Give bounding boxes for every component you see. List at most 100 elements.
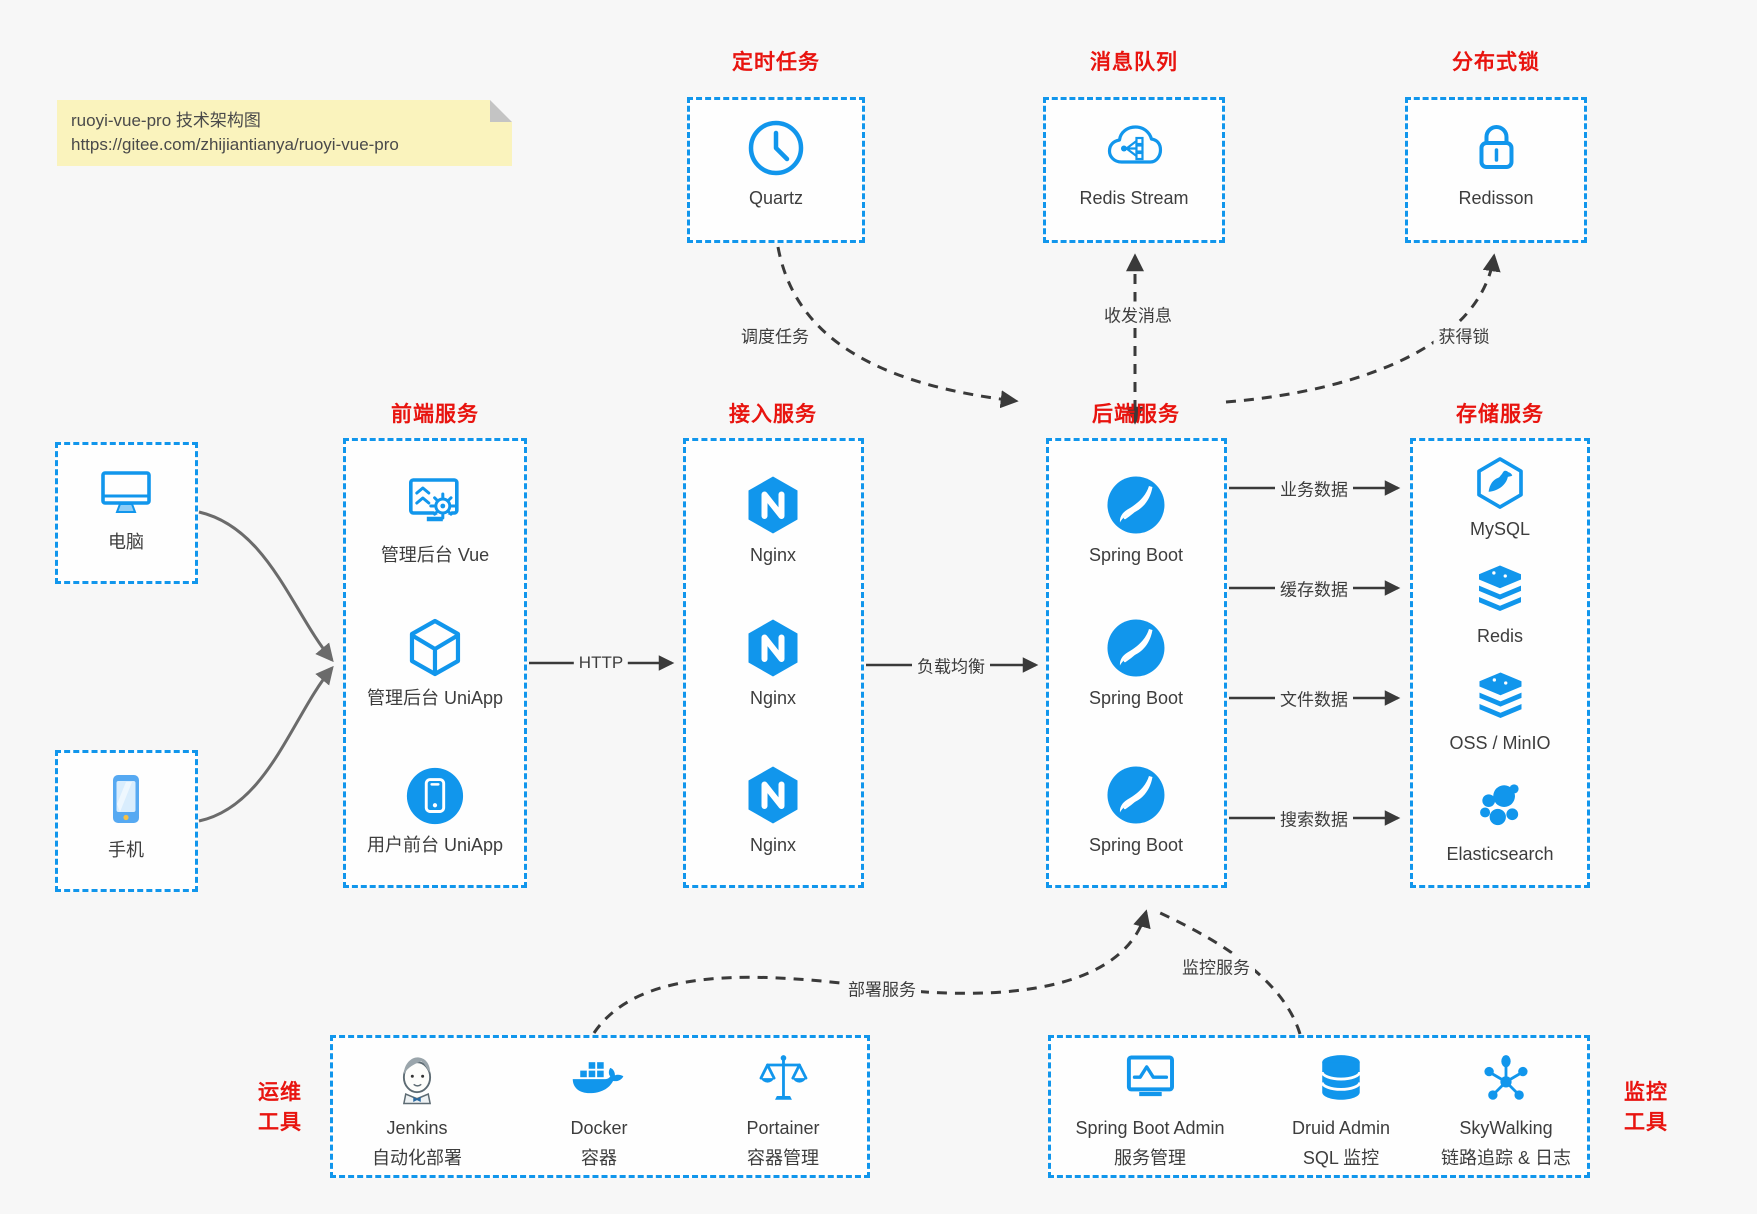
group-title-frontend: 前端服务 <box>391 403 479 426</box>
node-nginx-2: Nginx <box>741 616 805 710</box>
node-label: OSS / MinIO <box>1449 733 1551 753</box>
node-nginx-1: Nginx <box>741 473 805 567</box>
node-label: Elasticsearch <box>1446 844 1554 864</box>
node-label: Spring Boot <box>1088 688 1184 708</box>
node-sublabel: 服务管理 <box>1114 1148 1186 1168</box>
node-label: Nginx <box>749 835 797 855</box>
lock-icon <box>1464 116 1528 180</box>
mysql-icon <box>1472 455 1528 511</box>
storage-stack-icon <box>1472 669 1528 725</box>
redis-stack-icon <box>1472 562 1528 618</box>
group-title-backend: 后端服务 <box>1092 403 1180 426</box>
spring-icon <box>1104 616 1168 680</box>
desktop-icon <box>94 460 158 524</box>
druid-icon <box>1311 1050 1371 1110</box>
node-label: Nginx <box>749 545 797 565</box>
skywalking-icon <box>1476 1050 1536 1110</box>
node-label: Redis Stream <box>1079 188 1189 208</box>
node-druid-admin: Druid Admin SQL 监控 <box>1292 1050 1390 1171</box>
group-title-monitoring: 监控 工具 <box>1604 1078 1688 1138</box>
node-label: 手机 <box>108 840 144 860</box>
node-springboot-2: Spring Boot <box>1089 616 1183 710</box>
group-title-lock: 分布式锁 <box>1452 51 1540 74</box>
node-label: Portainer <box>746 1118 820 1138</box>
sticky-note: ruoyi-vue-pro 技术架构图 https://gitee.com/zh… <box>57 100 512 166</box>
docker-icon <box>569 1050 629 1110</box>
cloud-stream-icon <box>1102 116 1166 180</box>
node-sublabel: SQL 监控 <box>1302 1148 1380 1168</box>
group-title-storage: 存储服务 <box>1456 403 1544 426</box>
edge-label-business-data: 业务数据 <box>1275 475 1353 501</box>
node-mobile: 手机 <box>94 768 158 862</box>
group-title-mq: 消息队列 <box>1090 51 1178 74</box>
node-label: 管理后台 UniApp <box>366 688 504 708</box>
edge-label-load-balance: 负载均衡 <box>912 652 990 678</box>
node-label: Spring Boot Admin <box>1075 1118 1225 1138</box>
node-sublabel: 容器管理 <box>746 1148 819 1168</box>
group-title-scheduler: 定时任务 <box>732 51 820 74</box>
node-label: Quartz <box>748 188 804 208</box>
edge-deploy <box>592 909 1151 1034</box>
group-box-lock <box>1405 97 1587 243</box>
node-elasticsearch: Elasticsearch <box>1446 778 1554 866</box>
node-admin-uniapp: 管理后台 UniApp <box>367 616 503 710</box>
note-url: https://gitee.com/zhijiantianya/ruoyi-vu… <box>71 135 399 154</box>
admin-vue-icon <box>403 473 467 537</box>
node-redisson: Redisson <box>1458 116 1534 210</box>
node-docker: Docker 容器 <box>569 1050 629 1171</box>
node-springboot-1: Spring Boot <box>1089 473 1183 567</box>
clock-icon <box>744 116 808 180</box>
springboot-admin-icon <box>1120 1050 1180 1110</box>
edge-label-message: 收发消息 <box>1099 301 1177 327</box>
node-label: MySQL <box>1469 519 1531 539</box>
uniapp-cube-icon <box>403 616 467 680</box>
node-portainer: Portainer 容器管理 <box>746 1050 820 1171</box>
group-title-gateway: 接入服务 <box>729 403 817 426</box>
node-label: Nginx <box>749 688 797 708</box>
group-title-ops: 运维 工具 <box>238 1078 322 1138</box>
node-user-uniapp: 用户前台 UniApp <box>367 765 503 857</box>
node-mysql: MySQL <box>1470 455 1530 541</box>
nginx-icon <box>741 616 805 680</box>
edge-label-deploy: 部署服务 <box>843 975 921 1001</box>
edge-pc-to-frontend <box>198 510 334 663</box>
node-quartz: Quartz <box>744 116 808 210</box>
node-redis: Redis <box>1472 562 1528 648</box>
node-oss-minio: OSS / MinIO <box>1449 669 1551 755</box>
node-label: Spring Boot <box>1088 545 1184 565</box>
spring-icon <box>1104 763 1168 827</box>
user-uniapp-icon <box>404 765 466 827</box>
spring-icon <box>1104 473 1168 537</box>
edge-label-acquire-lock: 获得锁 <box>1433 322 1495 348</box>
node-admin-vue: 管理后台 Vue <box>381 473 489 567</box>
node-sublabel: 自动化部署 <box>372 1148 462 1168</box>
edge-label-monitor: 监控服务 <box>1177 953 1255 979</box>
note-title: ruoyi-vue-pro 技术架构图 <box>71 111 261 130</box>
edge-label-file-data: 文件数据 <box>1275 685 1353 711</box>
node-label: Druid Admin <box>1291 1118 1391 1138</box>
note-fold-corner <box>490 100 512 122</box>
node-sublabel: 容器 <box>581 1148 617 1168</box>
nginx-icon <box>741 473 805 537</box>
monitoring-title-line2: 工具 <box>1624 1111 1668 1134</box>
node-sublabel: 链路追踪 & 日志 <box>1440 1148 1572 1168</box>
node-label: Jenkins <box>386 1118 448 1138</box>
smartphone-icon <box>94 768 158 832</box>
ops-title-line2: 工具 <box>258 1111 302 1134</box>
node-label: Redis <box>1476 626 1524 646</box>
node-redis-stream: Redis Stream <box>1079 116 1189 210</box>
jenkins-icon <box>387 1050 447 1110</box>
node-label: Spring Boot <box>1088 835 1184 855</box>
node-label: SkyWalking <box>1459 1118 1553 1138</box>
node-springboot-admin: Spring Boot Admin 服务管理 <box>1075 1050 1225 1171</box>
node-jenkins: Jenkins 自动化部署 <box>372 1050 462 1171</box>
edge-label-http: HTTP <box>573 653 629 673</box>
edge-mobile-to-frontend <box>198 665 334 823</box>
node-pc: 电脑 <box>94 460 158 554</box>
group-box-mq <box>1043 97 1225 243</box>
node-label: Docker <box>570 1118 628 1138</box>
nginx-icon <box>741 763 805 827</box>
node-label: 管理后台 Vue <box>380 545 490 565</box>
ops-title-line1: 运维 <box>258 1081 302 1104</box>
elasticsearch-icon <box>1471 778 1529 836</box>
